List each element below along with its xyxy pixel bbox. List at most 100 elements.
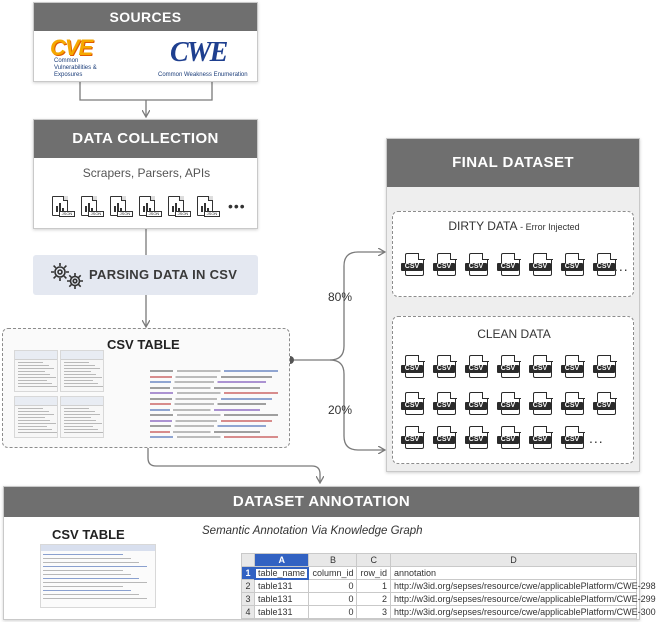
- csv-file-icon: CSV: [593, 252, 617, 276]
- csv-file-icon: CSV: [497, 252, 521, 276]
- annotation-caption: Semantic Annotation Via Knowledge Graph: [202, 525, 423, 537]
- json-file-icon: JSON: [52, 196, 75, 217]
- code-preview-line: [150, 375, 272, 378]
- json-file-tag: JSON: [204, 211, 220, 217]
- json-file-tag: JSON: [146, 211, 162, 217]
- annotation-csv-thumb: [40, 544, 156, 608]
- sheet-cell[interactable]: http://w3id.org/sepses/resource/cwe/appl…: [390, 592, 656, 606]
- csv-file-icon: CSV: [497, 354, 521, 378]
- sheet-header-row: 1 table_name column_id row_id annotation: [241, 566, 637, 580]
- sheet-row-number[interactable]: 3: [241, 592, 255, 606]
- sheet-column-letter[interactable]: D: [390, 553, 637, 567]
- csv-file-tag: CSV: [401, 263, 423, 271]
- json-file-icon: JSON: [168, 196, 191, 217]
- csv-file-tag: CSV: [401, 365, 423, 373]
- cve-logo-mark: CVE: [50, 35, 93, 60]
- cwe-logo: CWE Common Weakness Enumeration: [152, 35, 256, 79]
- csv-file-icon: CSV: [465, 252, 489, 276]
- sheet-header-cell[interactable]: annotation: [390, 566, 637, 580]
- sheet-corner: [241, 553, 255, 567]
- sheet-column-letter[interactable]: A: [253, 553, 310, 567]
- code-preview-line: [150, 430, 260, 433]
- cwe-logo-mark: CWE: [170, 37, 228, 68]
- csv-file-icon: CSV: [529, 354, 553, 378]
- sheet-cell[interactable]: 0: [308, 592, 358, 606]
- csv-file-icon: CSV: [593, 391, 617, 415]
- code-preview-line: [150, 392, 278, 394]
- csv-file-tag: CSV: [433, 436, 455, 444]
- csv-file-tag: CSV: [561, 402, 583, 410]
- csv-to-dirty-arrow: [290, 252, 384, 361]
- cve-logo-subtitle: Common Vulnerabilities & Exposures: [54, 58, 97, 78]
- csv-to-annotation-arrow: [147, 448, 320, 482]
- csv-file-icon: CSV: [401, 252, 425, 276]
- csv-file-tag: CSV: [593, 263, 615, 271]
- table-row: 3 table131 0 2 http://w3id.org/sepses/re…: [241, 592, 656, 606]
- csv-file-icon: CSV: [561, 391, 585, 415]
- csv-file-icon: CSV: [433, 391, 457, 415]
- sheet-cell[interactable]: 3: [356, 605, 391, 619]
- csv-file-icon: CSV: [561, 425, 585, 449]
- csv-file-icon: CSV: [593, 354, 617, 378]
- sheet-header-cell[interactable]: column_id: [308, 566, 358, 580]
- csv-file-tag: CSV: [529, 263, 551, 271]
- gears-icon: [51, 263, 83, 289]
- more-files-ellipsis: •••: [228, 198, 246, 214]
- sheet-row-number[interactable]: 1: [241, 566, 255, 580]
- code-preview-line: [150, 397, 272, 400]
- json-file-icon: JSON: [139, 196, 162, 217]
- sheet-cell[interactable]: http://w3id.org/sepses/resource/cwe/appl…: [390, 579, 656, 593]
- csv-table-title: CSV TABLE: [107, 337, 180, 352]
- code-preview-line: [150, 403, 266, 405]
- csv-file-tag: CSV: [529, 436, 551, 444]
- annotation-csv-table-label: CSV TABLE: [52, 527, 125, 542]
- spreadsheet-thumb: [60, 350, 104, 392]
- csv-file-tag: CSV: [497, 402, 519, 410]
- json-file-icon: JSON: [110, 196, 133, 217]
- csv-file-tag: CSV: [401, 402, 423, 410]
- csv-file-icon: CSV: [465, 354, 489, 378]
- csv-file-tag: CSV: [465, 402, 487, 410]
- csv-file-icon: CSV: [497, 391, 521, 415]
- sheet-cell[interactable]: table131: [253, 592, 310, 606]
- csv-file-tag: CSV: [433, 263, 455, 271]
- sheet-cell[interactable]: 0: [308, 579, 358, 593]
- sheet-column-letter[interactable]: B: [308, 553, 358, 567]
- csv-file-icon: CSV: [433, 354, 457, 378]
- clean-data-label: CLEAN DATA: [477, 327, 551, 341]
- sheet-column-letter[interactable]: C: [356, 553, 391, 567]
- sheet-cell[interactable]: http://w3id.org/sepses/resource/cwe/appl…: [390, 605, 656, 619]
- sheet-header-cell[interactable]: row_id: [356, 566, 391, 580]
- csv-file-icon: CSV: [433, 425, 457, 449]
- sheet-cell[interactable]: table131: [253, 579, 310, 593]
- sheet-cell[interactable]: 0: [308, 605, 358, 619]
- parsing-label: PARSING DATA IN CSV: [89, 267, 238, 282]
- annotation-thumb-header: [41, 545, 155, 551]
- sheet-cell[interactable]: 2: [356, 592, 391, 606]
- csv-file-icon: CSV: [433, 252, 457, 276]
- more-csv-ellipsis: ...: [614, 258, 629, 274]
- json-file-tag: JSON: [117, 211, 133, 217]
- sheet-cell[interactable]: 1: [356, 579, 391, 593]
- csv-file-icon: CSV: [401, 391, 425, 415]
- more-csv-ellipsis: ...: [589, 430, 604, 446]
- sheet-row-number[interactable]: 2: [241, 579, 255, 593]
- csv-file-tag: CSV: [465, 263, 487, 271]
- spreadsheet-thumb: [60, 396, 104, 438]
- csv-file-tag: CSV: [561, 263, 583, 271]
- sheet-column-letters: A B C D: [241, 553, 637, 567]
- code-preview-line: [150, 408, 260, 411]
- annotation-thumb-rows: [41, 554, 155, 599]
- code-preview-line: [150, 381, 266, 383]
- parsing-box: PARSING DATA IN CSV: [33, 255, 258, 295]
- csv-file-tag: CSV: [529, 402, 551, 410]
- csv-file-tag: CSV: [465, 365, 487, 373]
- data-collection-title: DATA COLLECTION: [34, 120, 257, 158]
- sheet-row-number[interactable]: 4: [241, 605, 255, 619]
- sheet-cell[interactable]: table131: [253, 605, 310, 619]
- csv-file-tag: CSV: [593, 365, 615, 373]
- sheet-header-cell[interactable]: table_name: [253, 566, 310, 580]
- csv-file-icon: CSV: [529, 252, 553, 276]
- csv-file-icon: CSV: [561, 354, 585, 378]
